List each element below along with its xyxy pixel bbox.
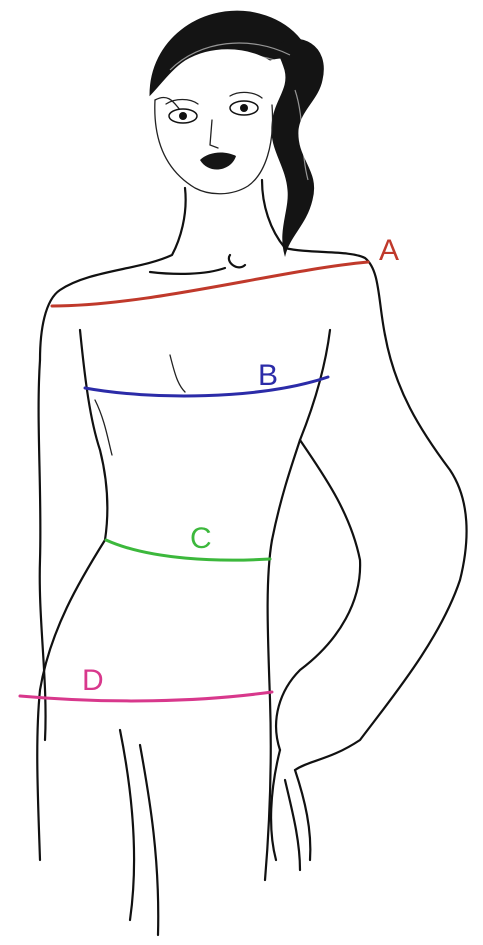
measure-label-b: B [258, 359, 278, 392]
measure-line-b [85, 377, 328, 396]
measure-label-a: A [379, 234, 399, 267]
face-illustration [155, 92, 273, 193]
measure-line-a [52, 262, 368, 306]
measure-label-c: C [190, 522, 212, 555]
measure-line-d [20, 692, 272, 701]
body-outline [37, 180, 466, 935]
measure-label-d: D [82, 664, 104, 697]
measure-line-c [106, 540, 270, 560]
hair-illustration [150, 11, 323, 255]
